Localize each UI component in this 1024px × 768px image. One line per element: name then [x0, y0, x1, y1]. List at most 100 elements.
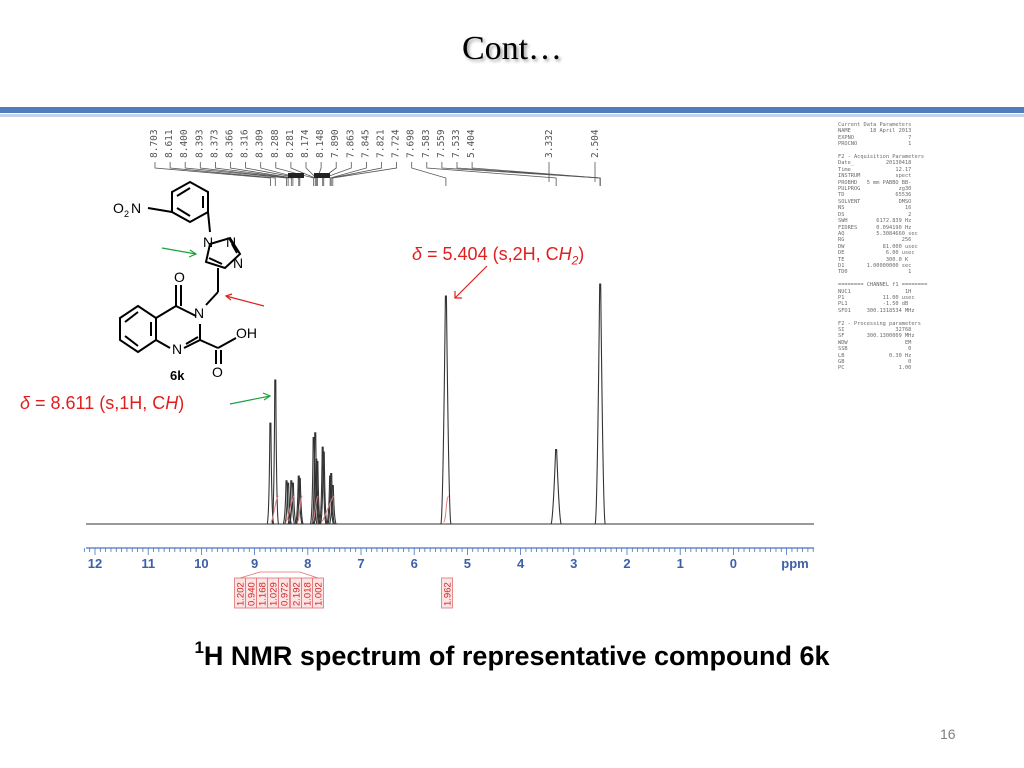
parameter-line: PULPROG zg30: [838, 186, 912, 193]
parameter-line: EXPNO 7: [838, 134, 912, 141]
parameter-line: GB 0: [838, 359, 912, 366]
peak-label: 8.400: [179, 129, 190, 158]
atom-o2n-sub: 2: [124, 209, 129, 219]
spectrum-peak: [313, 461, 322, 525]
integral-curve: [284, 495, 295, 523]
spectrum-peak: [266, 422, 275, 525]
spectrum-peak: [594, 283, 606, 525]
peak-label: 8.288: [270, 129, 281, 158]
peak-label-connector: [184, 162, 287, 186]
peak-label: 7.698: [406, 129, 417, 158]
parameter-line: ======== CHANNEL f1 ========: [838, 282, 928, 289]
peak-label-connector: [329, 162, 367, 186]
spectrum-peak: [318, 446, 327, 525]
peak-label: 8.703: [149, 129, 160, 158]
parameter-line: WDW EM: [838, 339, 912, 346]
atom-ring-n1: N: [194, 305, 204, 321]
page-number: 16: [940, 726, 956, 742]
peak-label: 8.281: [285, 129, 296, 158]
spectrum-plot: [86, 283, 814, 525]
atom-triazole-n3: N: [233, 255, 243, 271]
peak-label-connector: [260, 162, 301, 186]
peak-label: 8.309: [255, 129, 266, 158]
spectrum-peak: [295, 475, 303, 525]
integral-curve: [270, 495, 280, 523]
atom-triazole-n2: N: [226, 234, 236, 250]
peak-label: 7.863: [345, 129, 356, 158]
parameter-line: RG 256: [838, 237, 912, 244]
parameter-line: NS 16: [838, 205, 912, 212]
integral-bracket: [239, 571, 319, 579]
axis-tick-label: 12: [88, 556, 102, 571]
parameter-line: PROCNO 1: [838, 141, 912, 148]
parameter-line: Current Data Parameters: [838, 122, 912, 128]
molecule-atom-labels: O 2 N N N N O N N OH O 6k: [113, 200, 257, 383]
integral-value: 1.029: [269, 582, 280, 606]
parameter-line: PROBHD 5 mm PABBO BB-: [838, 179, 912, 186]
integral-curve: [320, 495, 335, 523]
parameter-line: Date_ 20130418: [838, 160, 912, 167]
atom-ketone-o: O: [174, 269, 185, 285]
integral-value: 1.002: [314, 582, 325, 606]
integral-box: [278, 577, 290, 609]
peak-label-connector: [215, 162, 292, 186]
peak-label: 8.366: [225, 129, 236, 158]
axis-tick-label: 5: [464, 556, 471, 571]
peak-label: 2.504: [590, 129, 601, 158]
peak-label: 7.533: [451, 129, 462, 158]
integral-curve: [442, 495, 450, 523]
axis-tick-label: 7: [357, 556, 364, 571]
peak-label: 7.583: [421, 129, 432, 158]
integral-value: 1.962: [443, 582, 454, 606]
axis-tick-label: 10: [194, 556, 208, 571]
parameter-line: NAME 18 April 2013: [838, 128, 912, 135]
axis-tick-label: 11: [141, 556, 155, 571]
parameter-line: TD0 1: [838, 269, 912, 276]
peak-label: 8.611: [164, 129, 175, 158]
peak-label-connector: [230, 162, 294, 186]
parameter-line: SOLVENT DMSO: [838, 198, 912, 205]
atom-oh: OH: [236, 325, 257, 341]
peak-label-connector: [154, 162, 271, 186]
figure-caption: 1H NMR spectrum of representative compou…: [194, 638, 830, 671]
parameter-line: F2 - Processing parameters: [838, 320, 921, 327]
peak-label-connector: [245, 162, 300, 186]
atom-triazole-n1: N: [203, 234, 213, 250]
integral-value: 1.202: [236, 582, 247, 606]
annotation-ch2: δ = 5.404 (s,2H, CH2): [412, 244, 585, 268]
peak-label: 7.845: [360, 129, 371, 158]
spectrum-peak: [296, 477, 304, 525]
integral-value: 0.972: [280, 582, 291, 606]
parameter-line: TD 65536: [838, 192, 912, 199]
peak-label-connector: [305, 162, 317, 186]
molecule-structure: [119, 180, 242, 364]
title-divider: [0, 107, 1024, 113]
parameter-line: INSTRUM spect: [838, 173, 912, 180]
parameter-line: DE 6.00 usec: [838, 250, 915, 257]
peak-label-connector: [411, 162, 447, 186]
peak-label: 7.559: [436, 129, 447, 158]
integral-box: [441, 577, 453, 609]
peak-label-connector: [330, 162, 382, 186]
peak-label-connector: [169, 162, 276, 186]
parameter-line: SFO1 300.1318534 MHz: [838, 307, 915, 314]
annotation-arrows: [161, 247, 488, 405]
parameter-line: P1 11.00 usec: [838, 294, 915, 301]
atom-ring-n2: N: [172, 341, 182, 357]
axis-tick-label: 9: [251, 556, 258, 571]
spectrum-peak: [284, 482, 292, 525]
axis-tick-label: 2: [623, 556, 630, 571]
parameter-line: SWH 6172.839 Hz: [838, 218, 912, 225]
title-divider-shadow: [0, 114, 1024, 117]
spectrum-peak: [282, 480, 291, 525]
spectrum-peak: [440, 295, 452, 525]
parameter-line: PC 1.00: [838, 365, 912, 372]
slide-title: Cont…: [461, 30, 563, 67]
peak-label: 7.821: [376, 129, 387, 158]
spectrum-peak: [287, 480, 296, 525]
nmr-spectrum-figure: O 2 N N N N O N N OH O 6k 8.703 8.611 8.40…: [83, 129, 814, 609]
peak-label: 8.393: [194, 129, 205, 158]
